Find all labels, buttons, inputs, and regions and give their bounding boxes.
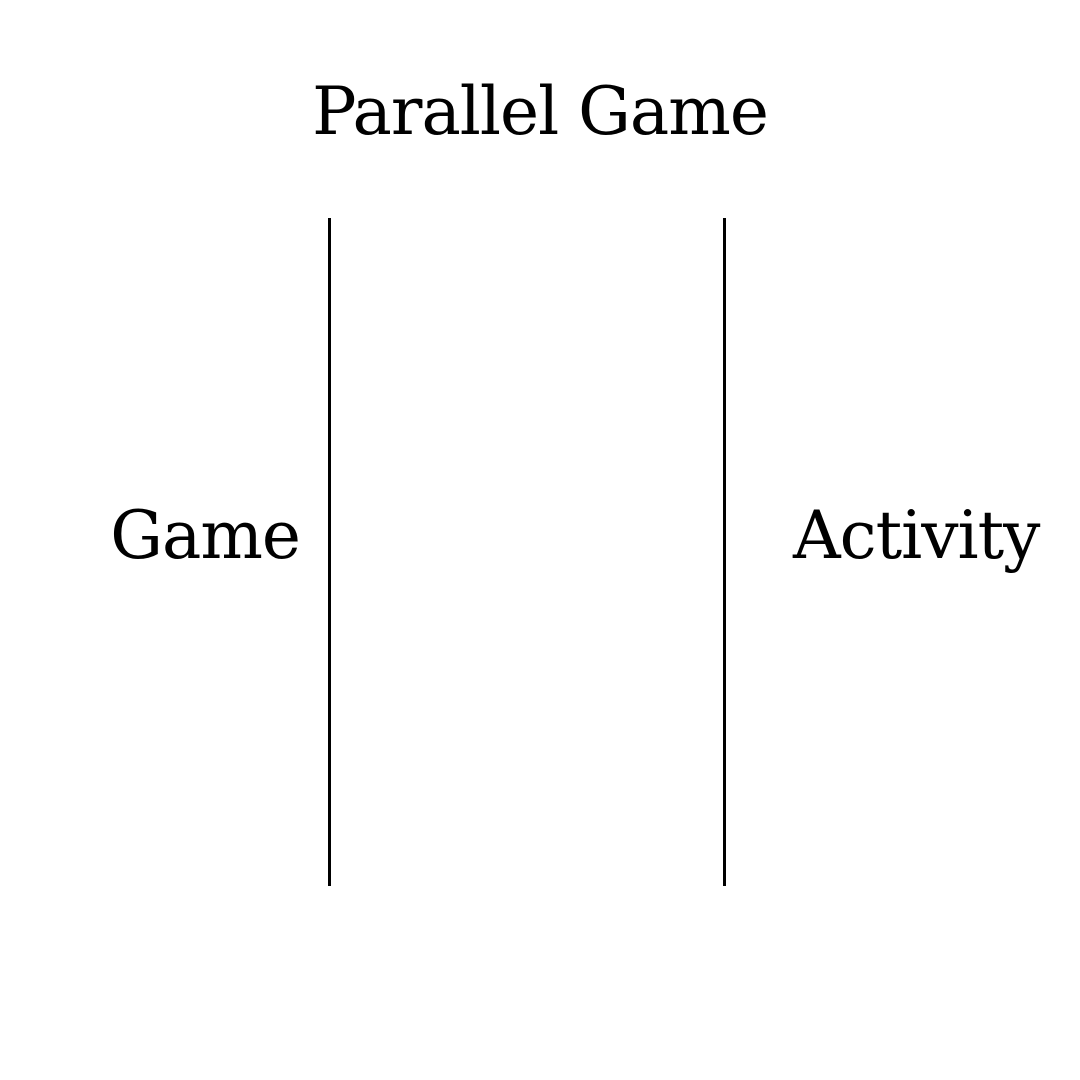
diagram-title: Parallel Game [312, 73, 769, 150]
right-label: Activity [793, 497, 1040, 574]
left-label: Game [110, 497, 301, 574]
right-divider-line [723, 218, 726, 886]
left-divider-line [328, 218, 331, 886]
